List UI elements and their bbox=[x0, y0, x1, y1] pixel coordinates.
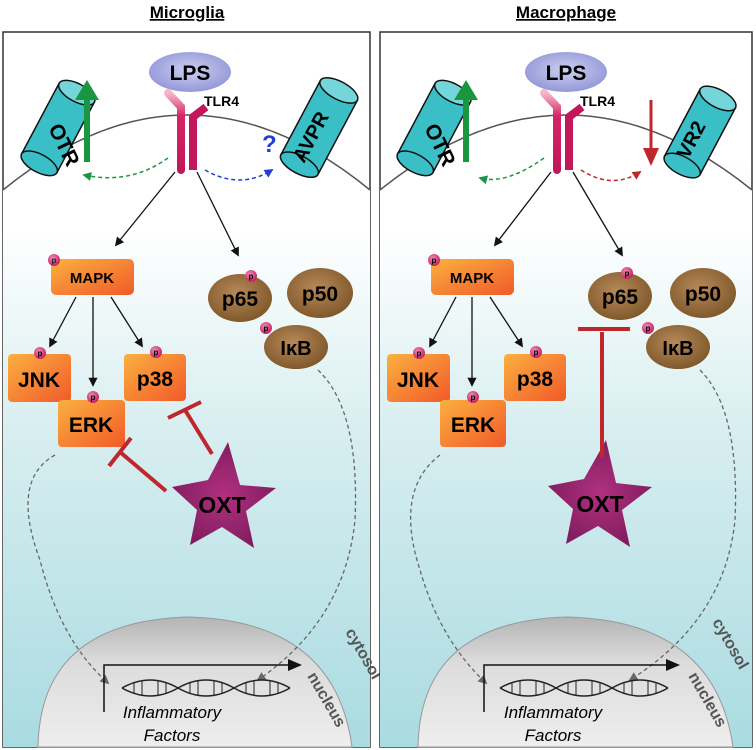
p38-label: p38 bbox=[517, 368, 554, 391]
p38-box bbox=[124, 354, 186, 401]
oxt-inhibits-p65 bbox=[578, 327, 630, 458]
tlr4-receptor bbox=[540, 89, 585, 174]
p38-label: p38 bbox=[137, 368, 174, 391]
jnk-label: JNK bbox=[397, 369, 439, 392]
p65-subunit bbox=[588, 272, 652, 320]
nfkb-to-nucleus-arrow bbox=[628, 369, 737, 681]
panel-title: Microglia bbox=[150, 3, 225, 22]
svg-text:p: p bbox=[38, 349, 43, 358]
mapk-box bbox=[431, 259, 514, 295]
tlr4-receptor bbox=[164, 89, 209, 174]
jnk-box bbox=[387, 354, 450, 402]
mapk-to-p38-arrow bbox=[110, 296, 143, 348]
lps-label: LPS bbox=[546, 62, 587, 85]
erk-label: ERK bbox=[69, 414, 113, 437]
otr-receptor bbox=[20, 79, 96, 177]
tlr4-to-p65-arrow bbox=[572, 171, 623, 257]
oxt-label: OXT bbox=[576, 491, 623, 517]
panel-title: Macrophage bbox=[516, 3, 616, 22]
svg-text:p: p bbox=[154, 348, 159, 357]
dna-icon bbox=[121, 679, 291, 697]
tlr4-to-p65-arrow bbox=[196, 171, 239, 257]
p65-label: p65 bbox=[602, 286, 639, 309]
p38-box bbox=[504, 354, 566, 401]
avpr-receptor bbox=[279, 77, 359, 179]
tlr4-to-mapk-arrow bbox=[114, 171, 176, 247]
mapk-to-jnk-arrow bbox=[49, 296, 77, 348]
tlr4-to-avpr-arrow bbox=[204, 169, 274, 181]
promoter-line bbox=[483, 664, 668, 712]
svg-text:p: p bbox=[249, 272, 254, 281]
tlr4-to-otr-arrow bbox=[82, 157, 169, 181]
microglia-panel: Microglia cytosol nucleus LPS TLR4 OTR bbox=[2, 3, 384, 748]
tlr4-to-otr-arrow bbox=[478, 157, 545, 185]
erk-label: ERK bbox=[451, 414, 495, 437]
ikb-label: IκB bbox=[280, 338, 311, 360]
promoter-line bbox=[103, 664, 290, 712]
svg-text:p: p bbox=[52, 256, 57, 265]
nfkb-to-nucleus-arrow bbox=[256, 369, 357, 682]
oxt-star bbox=[548, 440, 652, 547]
oxt-inhibits-p38 bbox=[167, 400, 214, 456]
mapk-to-jnk-arrow bbox=[429, 296, 457, 348]
p65-label: p65 bbox=[222, 288, 259, 311]
lps-ligand bbox=[149, 52, 231, 92]
genes-label-line2: Factors bbox=[525, 726, 582, 745]
svg-text:p: p bbox=[625, 269, 630, 278]
svg-text:p: p bbox=[646, 324, 651, 333]
genes-label-line2: Factors bbox=[144, 726, 201, 745]
dna-icon bbox=[499, 679, 669, 697]
phospho-dot bbox=[48, 254, 60, 266]
p50-subunit bbox=[287, 268, 353, 318]
vr2-receptor bbox=[663, 85, 737, 179]
lps-ligand bbox=[525, 52, 607, 92]
jnk-box bbox=[8, 354, 71, 402]
mapk-label: MAPK bbox=[450, 270, 494, 287]
tlr4-label: TLR4 bbox=[204, 93, 239, 109]
svg-text:p: p bbox=[432, 256, 437, 265]
genes-label-line1: Inflammatory bbox=[504, 703, 604, 722]
ikb-subunit bbox=[646, 325, 710, 369]
p50-subunit bbox=[670, 268, 736, 318]
jnk-label: JNK bbox=[18, 369, 60, 392]
mapk-box bbox=[51, 259, 134, 295]
oxt-label: OXT bbox=[198, 492, 245, 518]
tlr4-to-vr2-arrow bbox=[580, 169, 642, 182]
oxt-inhibits-erk bbox=[107, 436, 168, 493]
svg-text:p: p bbox=[534, 348, 539, 357]
erk-to-nucleus-arrow bbox=[410, 454, 488, 685]
tlr4-to-mapk-arrow bbox=[493, 171, 552, 247]
mapk-label: MAPK bbox=[70, 270, 114, 287]
svg-text:p: p bbox=[417, 349, 422, 358]
p65-subunit bbox=[208, 274, 272, 322]
p50-label: p50 bbox=[302, 283, 338, 306]
erk-box bbox=[58, 400, 125, 447]
lps-label: LPS bbox=[170, 62, 211, 85]
erk-to-nucleus-arrow bbox=[27, 454, 110, 685]
svg-text:p: p bbox=[264, 324, 269, 333]
genes-label-line1: Inflammatory bbox=[123, 703, 223, 722]
erk-box bbox=[440, 400, 506, 447]
svg-text:p: p bbox=[471, 393, 476, 402]
p50-label: p50 bbox=[685, 283, 721, 306]
mapk-to-p38-arrow bbox=[489, 296, 523, 348]
tlr4-label: TLR4 bbox=[580, 93, 615, 109]
ikb-subunit bbox=[264, 325, 328, 369]
svg-text:p: p bbox=[91, 393, 96, 402]
oxt-star bbox=[172, 442, 276, 548]
macrophage-panel: Macrophage cytosol nucleus LPS TLR4 OTR … bbox=[379, 3, 753, 748]
avpr-question-mark: ? bbox=[262, 131, 277, 158]
ikb-label: IκB bbox=[662, 338, 693, 360]
